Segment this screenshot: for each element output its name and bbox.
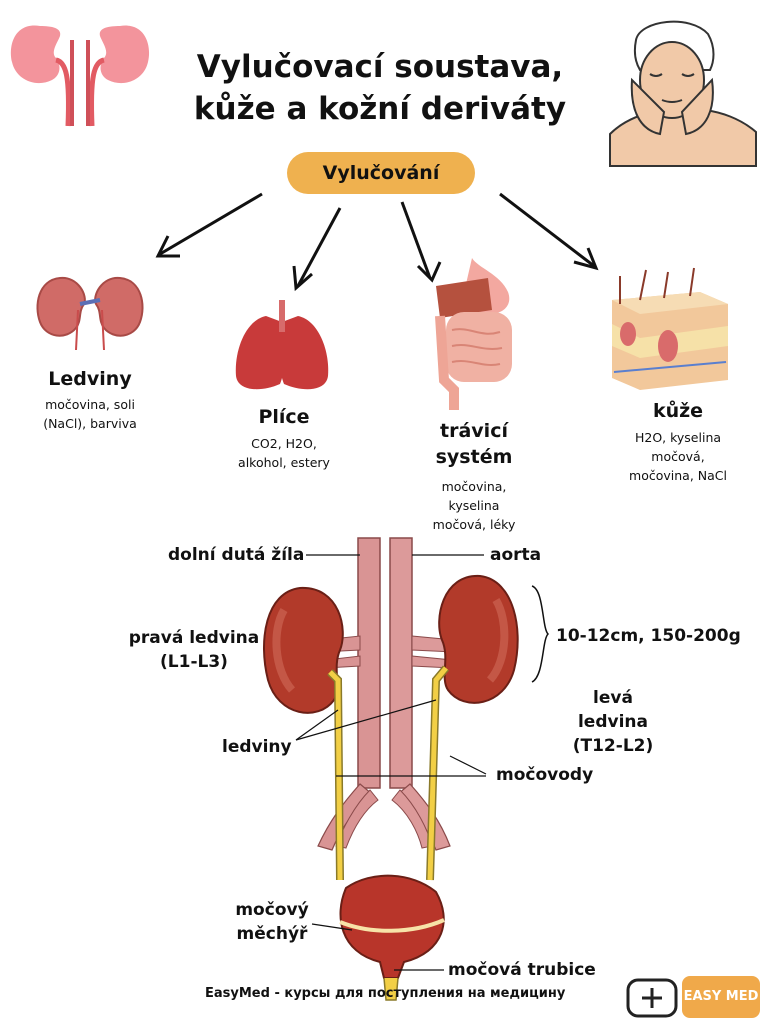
title-line-1: Vylučovací soustava, <box>196 49 564 85</box>
label-vena-cava: dolní dutá žíla <box>168 545 305 565</box>
digestive-system-icon <box>435 258 512 410</box>
desc-line: CO2, H2O, <box>251 436 317 451</box>
logo-text: EASY MED <box>683 989 759 1004</box>
organ-name-lungs: Plíce <box>258 406 310 428</box>
lungs-icon <box>235 300 329 390</box>
desc-line: močovina, NaCl <box>629 468 727 483</box>
label-kidneys: ledviny <box>222 737 292 757</box>
urinary-system-diagram <box>263 537 550 1001</box>
label-urethra: močová trubice <box>448 960 596 980</box>
desc-line: močová, léky <box>432 517 516 532</box>
desc-line: alkohol, estery <box>238 455 330 470</box>
label-line: levá ledvina <box>577 688 648 732</box>
arrows <box>155 192 599 292</box>
organ-desc-skin: H2O, kyselina močová, močovina, NaCl <box>608 428 748 485</box>
central-topic-badge: Vylučování <box>287 152 475 194</box>
desc-line: (NaCl), barviva <box>43 416 137 431</box>
label-right-kidney: pravá ledvina (L1-L3) <box>128 626 260 674</box>
label-left-kidney: levá ledvina (T12-L2) <box>556 686 670 758</box>
kidney-organ-icon <box>36 276 144 351</box>
label-aorta: aorta <box>490 545 542 565</box>
kidneys-top-icon <box>10 25 150 127</box>
desc-line: H2O, kyselina <box>634 430 722 445</box>
organ-name-line: systém <box>435 446 513 468</box>
label-line: (T12-L2) <box>572 736 654 756</box>
organ-name-line: trávicí <box>440 420 508 442</box>
label-kidney-size: 10-12cm, 150-200g <box>556 626 741 646</box>
organ-name-skin: kůže <box>652 400 704 422</box>
skin-icon <box>612 267 728 390</box>
organ-desc-lungs: CO2, H2O, alkohol, estery <box>214 434 354 472</box>
label-ureters: močovody <box>496 765 594 785</box>
footer-text: EasyMed - курсы для поступления на медиц… <box>205 986 566 1001</box>
label-line: (L1-L3) <box>160 652 228 672</box>
label-bladder: močový měchýř <box>232 898 312 946</box>
desc-line: močovina, <box>441 479 507 494</box>
title-line-2: kůže a kožní deriváty <box>193 91 567 127</box>
desc-line: močovina, soli <box>45 397 135 412</box>
face-care-icon <box>609 20 757 167</box>
organ-name-kidneys: Ledviny <box>48 368 132 390</box>
label-line: pravá ledvina <box>128 628 260 648</box>
organ-name-digestive: trávicí systém <box>414 418 534 470</box>
desc-line: kyselina <box>448 498 500 513</box>
page-title: Vylučovací soustava, kůže a kožní derivá… <box>150 46 610 130</box>
organ-desc-digestive: močovina, kyselina močová, léky <box>404 477 544 534</box>
easymed-logo <box>626 976 760 1018</box>
label-line: močový <box>235 900 309 920</box>
desc-line: močová, <box>651 449 705 464</box>
label-line: měchýř <box>236 924 308 944</box>
organ-desc-kidneys: močovina, soli (NaCl), barviva <box>20 395 160 433</box>
